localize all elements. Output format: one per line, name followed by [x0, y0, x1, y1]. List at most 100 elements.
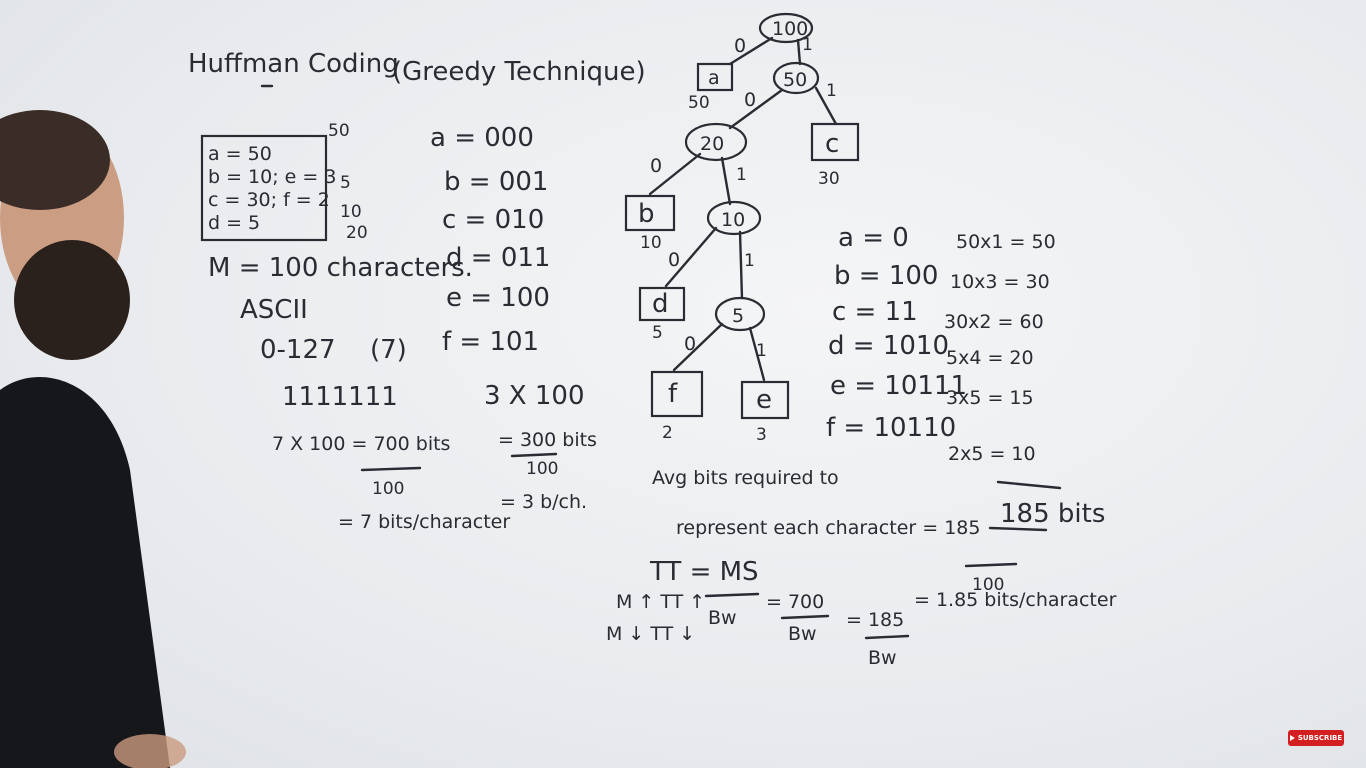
product-c: 30x2 = 60	[944, 311, 1044, 333]
subscribe-label: SUBSCRIBE	[1297, 734, 1343, 742]
ascii-calc: 7 X 100 = 700 bits	[272, 433, 450, 455]
total-bits: 185 bits	[1000, 499, 1105, 529]
tree-leaf-f-label: f	[668, 379, 678, 409]
tree-leaf-a-freq: 50	[688, 93, 710, 113]
tree-leaf-b	[624, 194, 676, 232]
tree-leaf-b-freq: 10	[640, 233, 662, 253]
tt-eq-700: = 700	[766, 591, 824, 613]
tt-185-fraction-line	[864, 634, 910, 640]
tree-leaf-d-label: d	[652, 289, 669, 319]
freq-note-2: 5	[340, 173, 351, 193]
tree-leaf-c-freq: 30	[818, 169, 840, 189]
huffman-code-d: d = 1010	[828, 331, 949, 361]
tree-edge-20-10	[720, 156, 732, 206]
edge-label-50-right: 1	[826, 81, 837, 101]
tt-denominator: Bw	[708, 607, 737, 629]
freq-note-1: 50	[328, 121, 350, 141]
ascii-bits: (7)	[370, 335, 407, 365]
tt-formula: TT = MS	[649, 557, 759, 587]
tt-185-denominator: Bw	[868, 647, 897, 669]
freq-line-2: b = 10; e = 3	[208, 166, 336, 188]
edge-label-10-left: 0	[668, 249, 680, 271]
fixed-code-d: d = 011	[446, 243, 550, 273]
avg-fraction-line	[964, 562, 1018, 568]
tree-leaf-a-label: a	[708, 67, 720, 89]
freq-line-1: a = 50	[208, 143, 272, 165]
fixed-code-a: a = 000	[430, 123, 534, 153]
edge-label-root-left: 0	[734, 35, 746, 57]
avg-line-1: Avg bits required to	[652, 467, 839, 489]
tree-edge-20-b	[648, 152, 702, 196]
tree-leaf-e-label: e	[756, 385, 772, 415]
tree-edge-5-e	[748, 326, 766, 382]
fixed-code-e: e = 100	[446, 283, 550, 313]
huffman-code-b: b = 100	[834, 261, 938, 291]
product-e: 3x5 = 15	[946, 387, 1034, 409]
fixed-fraction-line	[510, 452, 558, 458]
presenter-silhouette	[0, 110, 186, 768]
frequency-box	[200, 134, 328, 242]
edge-label-20-left: 0	[650, 155, 662, 177]
tree-edge-50-c	[814, 86, 838, 126]
tt-fraction-line	[704, 592, 760, 598]
freq-note-3: 10	[340, 202, 362, 222]
huffman-code-c: c = 11	[832, 297, 918, 327]
tree-leaf-c	[810, 122, 860, 162]
ascii-ones: 1111111	[282, 382, 398, 412]
tree-leaf-e-freq: 3	[756, 425, 767, 445]
tree-node-5-label: 5	[732, 305, 744, 327]
tt-700-denominator: Bw	[788, 623, 817, 645]
tt-700-fraction-line	[780, 614, 830, 620]
tree-node-10	[706, 200, 762, 236]
tree-leaf-c-label: c	[825, 129, 839, 159]
ascii-denominator: 100	[372, 479, 404, 499]
huffman-code-f: f = 10110	[826, 413, 956, 443]
ascii-fraction-line	[360, 466, 422, 472]
avg-denominator: 100	[972, 575, 1004, 595]
avg-result: = 1.85 bits/character	[914, 589, 1117, 611]
edge-label-10-right: 1	[744, 251, 755, 271]
huffman-code-a: a = 0	[838, 223, 909, 253]
tt-note-2: M ↓ TT ↓	[606, 623, 695, 645]
fixed-code-b: b = 001	[444, 167, 548, 197]
edge-label-5-right: 1	[756, 341, 767, 361]
tree-leaf-f-freq: 2	[662, 423, 673, 443]
fixed-calc-1: 3 X 100	[484, 381, 585, 411]
freq-line-4: d = 5	[208, 212, 260, 234]
tree-leaf-f	[650, 370, 704, 418]
subscribe-button[interactable]: SUBSCRIBE	[1288, 730, 1344, 746]
ascii-range: 0-127	[260, 335, 336, 365]
tree-leaf-d	[638, 286, 686, 322]
tree-node-10-label: 10	[721, 209, 745, 231]
tree-node-50-label: 50	[783, 69, 807, 91]
ascii-result: = 7 bits/character	[338, 511, 510, 533]
edge-label-5-left: 0	[684, 333, 696, 355]
tree-leaf-e	[740, 380, 790, 420]
edge-label-20-right: 1	[736, 165, 747, 185]
product-d: 5x4 = 20	[946, 347, 1034, 369]
tree-edge-50-20	[728, 88, 784, 130]
avg-line-2: represent each character = 185	[676, 517, 980, 539]
tree-node-50	[772, 61, 820, 95]
tree-node-20-label: 20	[700, 133, 724, 155]
fixed-code-f: f = 101	[442, 327, 539, 357]
title-paren: (Greedy Technique)	[392, 57, 646, 87]
tree-node-100	[758, 12, 814, 44]
edge-label-root-right: 1	[802, 35, 813, 55]
fixed-denominator: 100	[526, 459, 558, 479]
ascii-label: ASCII	[240, 295, 308, 325]
play-icon	[1289, 735, 1295, 741]
tree-edge-10-d	[664, 226, 718, 288]
tree-leaf-d-freq: 5	[652, 323, 663, 343]
tree-node-20	[684, 122, 748, 162]
tree-edge-root-a	[728, 36, 774, 66]
total-underline	[988, 526, 1048, 532]
product-f: 2x5 = 10	[948, 443, 1036, 465]
tt-eq-185: = 185	[846, 609, 904, 631]
sum-line	[996, 480, 1062, 490]
fixed-code-c: c = 010	[442, 205, 544, 235]
fixed-calc-2: = 300 bits	[498, 429, 597, 451]
tree-leaf-b-label: b	[638, 199, 655, 229]
